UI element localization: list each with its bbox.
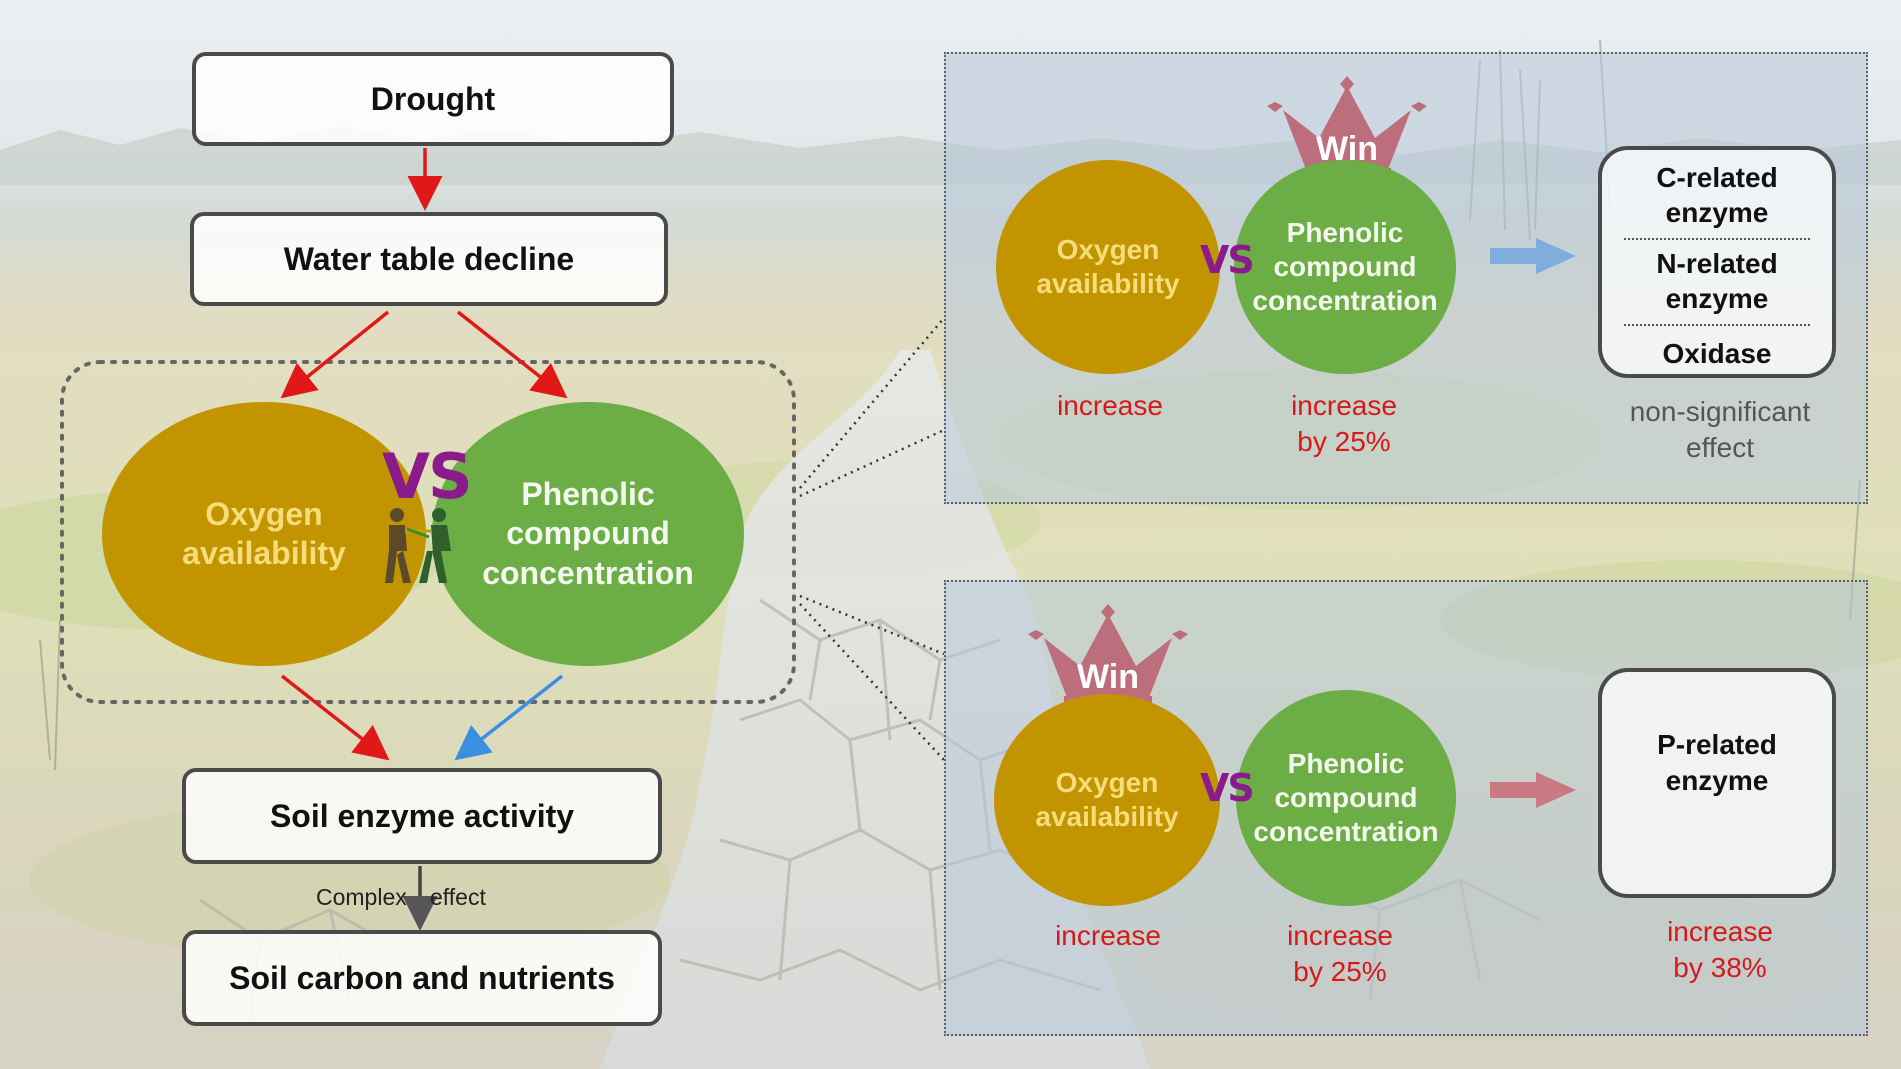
- drought-box: Drought: [192, 52, 674, 146]
- bottom-oxygen-line-2: availability: [1035, 801, 1179, 832]
- top-enzyme-box: C-related enzyme N-related enzyme Oxidase: [1598, 146, 1836, 378]
- arrow-oxygen-to-enzyme: [280, 674, 390, 761]
- phenolic-line-3: concentration: [482, 554, 694, 591]
- top-enzyme-n-line-1: N-related: [1656, 248, 1778, 279]
- bottom-phenolic-line-1: Phenolic: [1287, 747, 1405, 779]
- bottom-enzyme-p-line-1: P-related: [1657, 728, 1777, 760]
- phenolic-line-2: compound: [506, 515, 670, 552]
- top-enzyme-n: N-related enzyme: [1602, 246, 1832, 316]
- complex-effect-right: effect: [430, 884, 486, 910]
- complex-effect-left: Complex: [316, 884, 407, 910]
- water-table-box: Water table decline: [190, 212, 668, 306]
- soil-enzyme-box: Soil enzyme activity: [182, 768, 662, 864]
- top-result-line-2: effect: [1686, 432, 1754, 464]
- oxygen-line-2: availability: [182, 535, 346, 571]
- bottom-phenolic-line-3: concentration: [1253, 816, 1439, 848]
- bottom-result-line-2: by 38%: [1673, 952, 1767, 984]
- bottom-result-line-1: increase: [1667, 916, 1773, 947]
- oxygen-line-1: Oxygen: [205, 495, 323, 532]
- phenolic-line-1: Phenolic: [521, 476, 655, 513]
- top-enzyme-c-line-1: C-related: [1656, 162, 1778, 193]
- arrow-water-to-oxygen: [280, 310, 390, 399]
- top-enzyme-oxidase: Oxidase: [1662, 338, 1772, 369]
- bottom-phenolic-line-2: compound: [1274, 781, 1418, 813]
- top-result-line-1: non-significant: [1629, 396, 1811, 427]
- arrow-phenolic-to-enzyme: [454, 674, 564, 761]
- bottom-enzyme-p-line-2: enzyme: [1665, 765, 1769, 796]
- top-result: non-significant effect: [1590, 394, 1850, 467]
- top-phenolic-line-1: Phenolic: [1286, 216, 1404, 248]
- bottom-vs-label: VS: [1200, 766, 1255, 810]
- top-phenolic-change: increase by 25%: [1244, 388, 1444, 461]
- vs-label: VS: [382, 440, 473, 513]
- top-oxygen-line-2: availability: [1036, 268, 1180, 299]
- soil-carbon-box: Soil carbon and nutrients: [182, 930, 662, 1026]
- bottom-phenolic-change-line-2: by 25%: [1293, 956, 1387, 988]
- top-phenolic-change-line-1: increase: [1291, 390, 1397, 421]
- bottom-result: increase by 38%: [1590, 914, 1850, 987]
- top-phenolic-change-line-2: by 25%: [1297, 426, 1391, 458]
- top-enzyme-n-line-2: enzyme: [1665, 283, 1769, 314]
- bottom-phenolic-change: increase by 25%: [1240, 918, 1440, 991]
- top-oxygen-line-1: Oxygen: [1056, 233, 1160, 265]
- competition-group-outline: [60, 360, 796, 704]
- bottom-oxygen-line-1: Oxygen: [1055, 766, 1159, 798]
- top-vs-label: VS: [1200, 238, 1255, 282]
- fighters-icon: [385, 508, 451, 583]
- crown-bottom-label: Win: [1076, 658, 1139, 696]
- top-phenolic-line-2: compound: [1273, 250, 1417, 282]
- top-phenolic-line-3: concentration: [1252, 285, 1438, 317]
- arrow-water-to-phenolic: [456, 310, 568, 399]
- bottom-enzyme-p: P-related enzyme: [1657, 727, 1777, 800]
- bottom-phenolic-change-line-1: increase: [1287, 920, 1393, 951]
- top-enzyme-c: C-related enzyme: [1602, 160, 1832, 230]
- bottom-oxygen-change: increase: [1055, 920, 1161, 951]
- bottom-enzyme-box: P-related enzyme: [1598, 668, 1836, 898]
- top-oxygen-change: increase: [1057, 390, 1163, 421]
- top-enzyme-sep-2: [1624, 324, 1810, 326]
- top-enzyme-c-line-2: enzyme: [1665, 197, 1769, 228]
- top-enzyme-sep-1: [1624, 238, 1810, 240]
